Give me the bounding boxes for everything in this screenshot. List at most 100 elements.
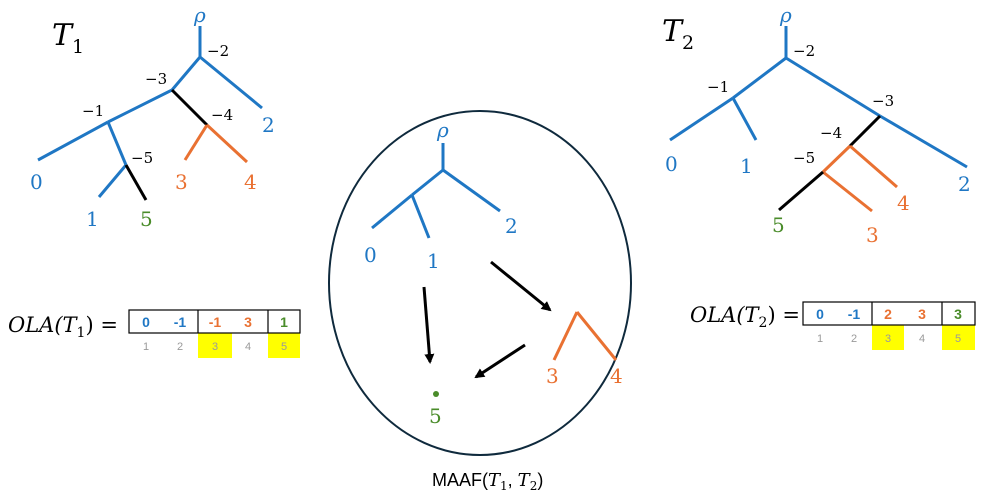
t1-root-label: ρ	[193, 3, 206, 27]
t1-edge-d-1	[97, 164, 128, 198]
maaf-caption-t2: T	[518, 470, 532, 491]
t1-edge-label: −3	[145, 70, 167, 88]
t1-edge-label: −1	[82, 102, 104, 120]
maaf-leaf-label: 5	[429, 404, 442, 428]
t1-leaf-label: 5	[140, 207, 153, 231]
t1-leaf-label: 3	[175, 170, 188, 194]
t2-edge-label: −1	[707, 78, 729, 96]
t1-leaf-label: 2	[262, 113, 275, 137]
maaf-caption-sub2: 2	[530, 479, 538, 493]
t2-edge-a-0	[669, 96, 734, 142]
ola-t1-index: 4	[245, 341, 251, 353]
ola-t2-cell: 3	[954, 306, 962, 322]
maaf-caption-sep: ,	[508, 470, 518, 490]
t2-edge-label: −2	[793, 42, 815, 60]
ola-t2-label-suffix: ) =	[767, 303, 799, 327]
ola-t2-index: 5	[955, 333, 961, 345]
ola-t2-highlight	[872, 325, 904, 350]
maaf-root-label: ρ	[436, 118, 449, 142]
t2-edge-b-2	[879, 114, 968, 169]
maaf-forest: ρ 0 1 2 3 4 5 MAAF(T1, T2)	[328, 110, 632, 493]
t2-edge-c-4	[849, 144, 898, 189]
ola-t1-cell: 0	[142, 314, 150, 330]
ola-t1-label: OLA(T1) =	[8, 313, 118, 341]
maaf-caption-suffix: )	[537, 470, 543, 490]
t1-edge-b-d	[106, 121, 128, 166]
maaf-arrow-2-34	[490, 260, 552, 312]
t1-edge-root-2	[199, 55, 263, 110]
t2-edge-d-3	[822, 170, 873, 213]
ola-t2-cell: -1	[848, 306, 861, 322]
t1-edge-label: −5	[131, 149, 153, 167]
ola-t1-label-suffix: ) =	[85, 313, 117, 337]
t1-edge-c-3	[183, 124, 209, 161]
t1-title-sub: 1	[72, 36, 84, 58]
t2-leaf-label: 4	[897, 191, 910, 215]
maaf-edge-34-3	[552, 311, 579, 361]
ola-t1-index: 1	[143, 341, 149, 353]
t1-leaf-label: 1	[86, 207, 99, 231]
t1-edge-label: −4	[211, 106, 233, 124]
t1-edge-c-4	[205, 123, 249, 164]
maaf-leaf-label: 4	[610, 364, 623, 388]
ola-t2-index: 2	[851, 333, 857, 345]
ola-t1-index: 3	[212, 341, 218, 353]
ola-t2-cell: 3	[918, 306, 926, 322]
maaf-edge-a-0	[371, 193, 413, 230]
ola-t1-label-sub: 1	[77, 325, 86, 341]
maaf-edge-a-1	[410, 194, 431, 239]
ola-t1-highlight	[268, 333, 300, 358]
ola-t1-label-prefix: OLA(	[8, 313, 63, 337]
maaf-caption-prefix: MAAF(	[432, 470, 488, 490]
t2-edge-d-5	[778, 170, 824, 212]
ola-t1-cell: 3	[244, 314, 252, 330]
t2-edge-label: −3	[872, 92, 894, 110]
maaf-leaf-label: 3	[546, 364, 559, 388]
t2-edge-a-1	[731, 97, 758, 141]
t2-leaf-label: 3	[866, 223, 879, 247]
t2-edge-label: −5	[793, 149, 815, 167]
maaf-edge-34-4	[575, 311, 618, 361]
ola-t2-box	[802, 301, 976, 326]
t2-leaf-label: 5	[772, 213, 785, 237]
ola-t2-index: 1	[817, 333, 823, 345]
tree-t2: T2 ρ −2 −1 −3 −4 −5 0 1 5 3 4 2	[662, 3, 971, 247]
ola-t2-highlight	[942, 325, 975, 350]
maaf-leaf-label: 2	[505, 214, 518, 238]
ola-t2-label-prefix: OLA(	[690, 303, 745, 327]
ola-t2-cell: 0	[816, 306, 824, 322]
tree-t1: T1 ρ −2 −3 −4 −1 −5 0 1 5 3 4 2	[30, 3, 275, 231]
ola-t2-label-sub: 2	[759, 315, 768, 331]
t2-edge-c-d	[821, 144, 852, 174]
maaf-edge-root-2	[442, 168, 501, 213]
ola-t1-index: 5	[281, 341, 287, 353]
maaf-arrow-34-5	[474, 343, 526, 379]
t2-leaf-label: 0	[665, 152, 678, 176]
ola-t1-box	[128, 309, 301, 334]
t2-leaf-label: 1	[740, 154, 753, 178]
ola-t2-index: 4	[919, 333, 925, 345]
maaf-arrow-1-5	[422, 286, 435, 364]
t1-edge-root-a	[170, 56, 202, 91]
t2-edge-b-c	[848, 114, 882, 148]
t1-edge-a-b	[107, 88, 173, 124]
maaf-boundary	[328, 110, 632, 456]
t2-edge-root-a	[732, 56, 787, 100]
ola-t2-index: 3	[885, 333, 891, 345]
ola-t2-cell: 2	[884, 306, 892, 322]
maaf-leaf-label: 1	[427, 249, 440, 273]
ola-t2-label: OLA(T2) =	[690, 303, 800, 331]
maaf-edge-root-a	[411, 168, 444, 197]
t2-edge-label: −4	[820, 124, 842, 142]
maaf-caption: MAAF(T1, T2)	[432, 470, 543, 493]
t1-leaf-label: 4	[244, 170, 257, 194]
t1-edge-label: −2	[207, 42, 229, 60]
t2-edge-root-b	[785, 56, 881, 118]
t2-title-sub: 2	[682, 32, 694, 54]
ola-t1-label-t: T	[63, 313, 79, 337]
t2-title: T2	[662, 14, 694, 54]
ola-t1-cell: 1	[280, 314, 288, 330]
ola-t1: OLA(T1) = 0 -1 -1 3 1 1 2 3 4 5	[8, 309, 301, 358]
t1-leaf-label: 0	[30, 170, 43, 194]
